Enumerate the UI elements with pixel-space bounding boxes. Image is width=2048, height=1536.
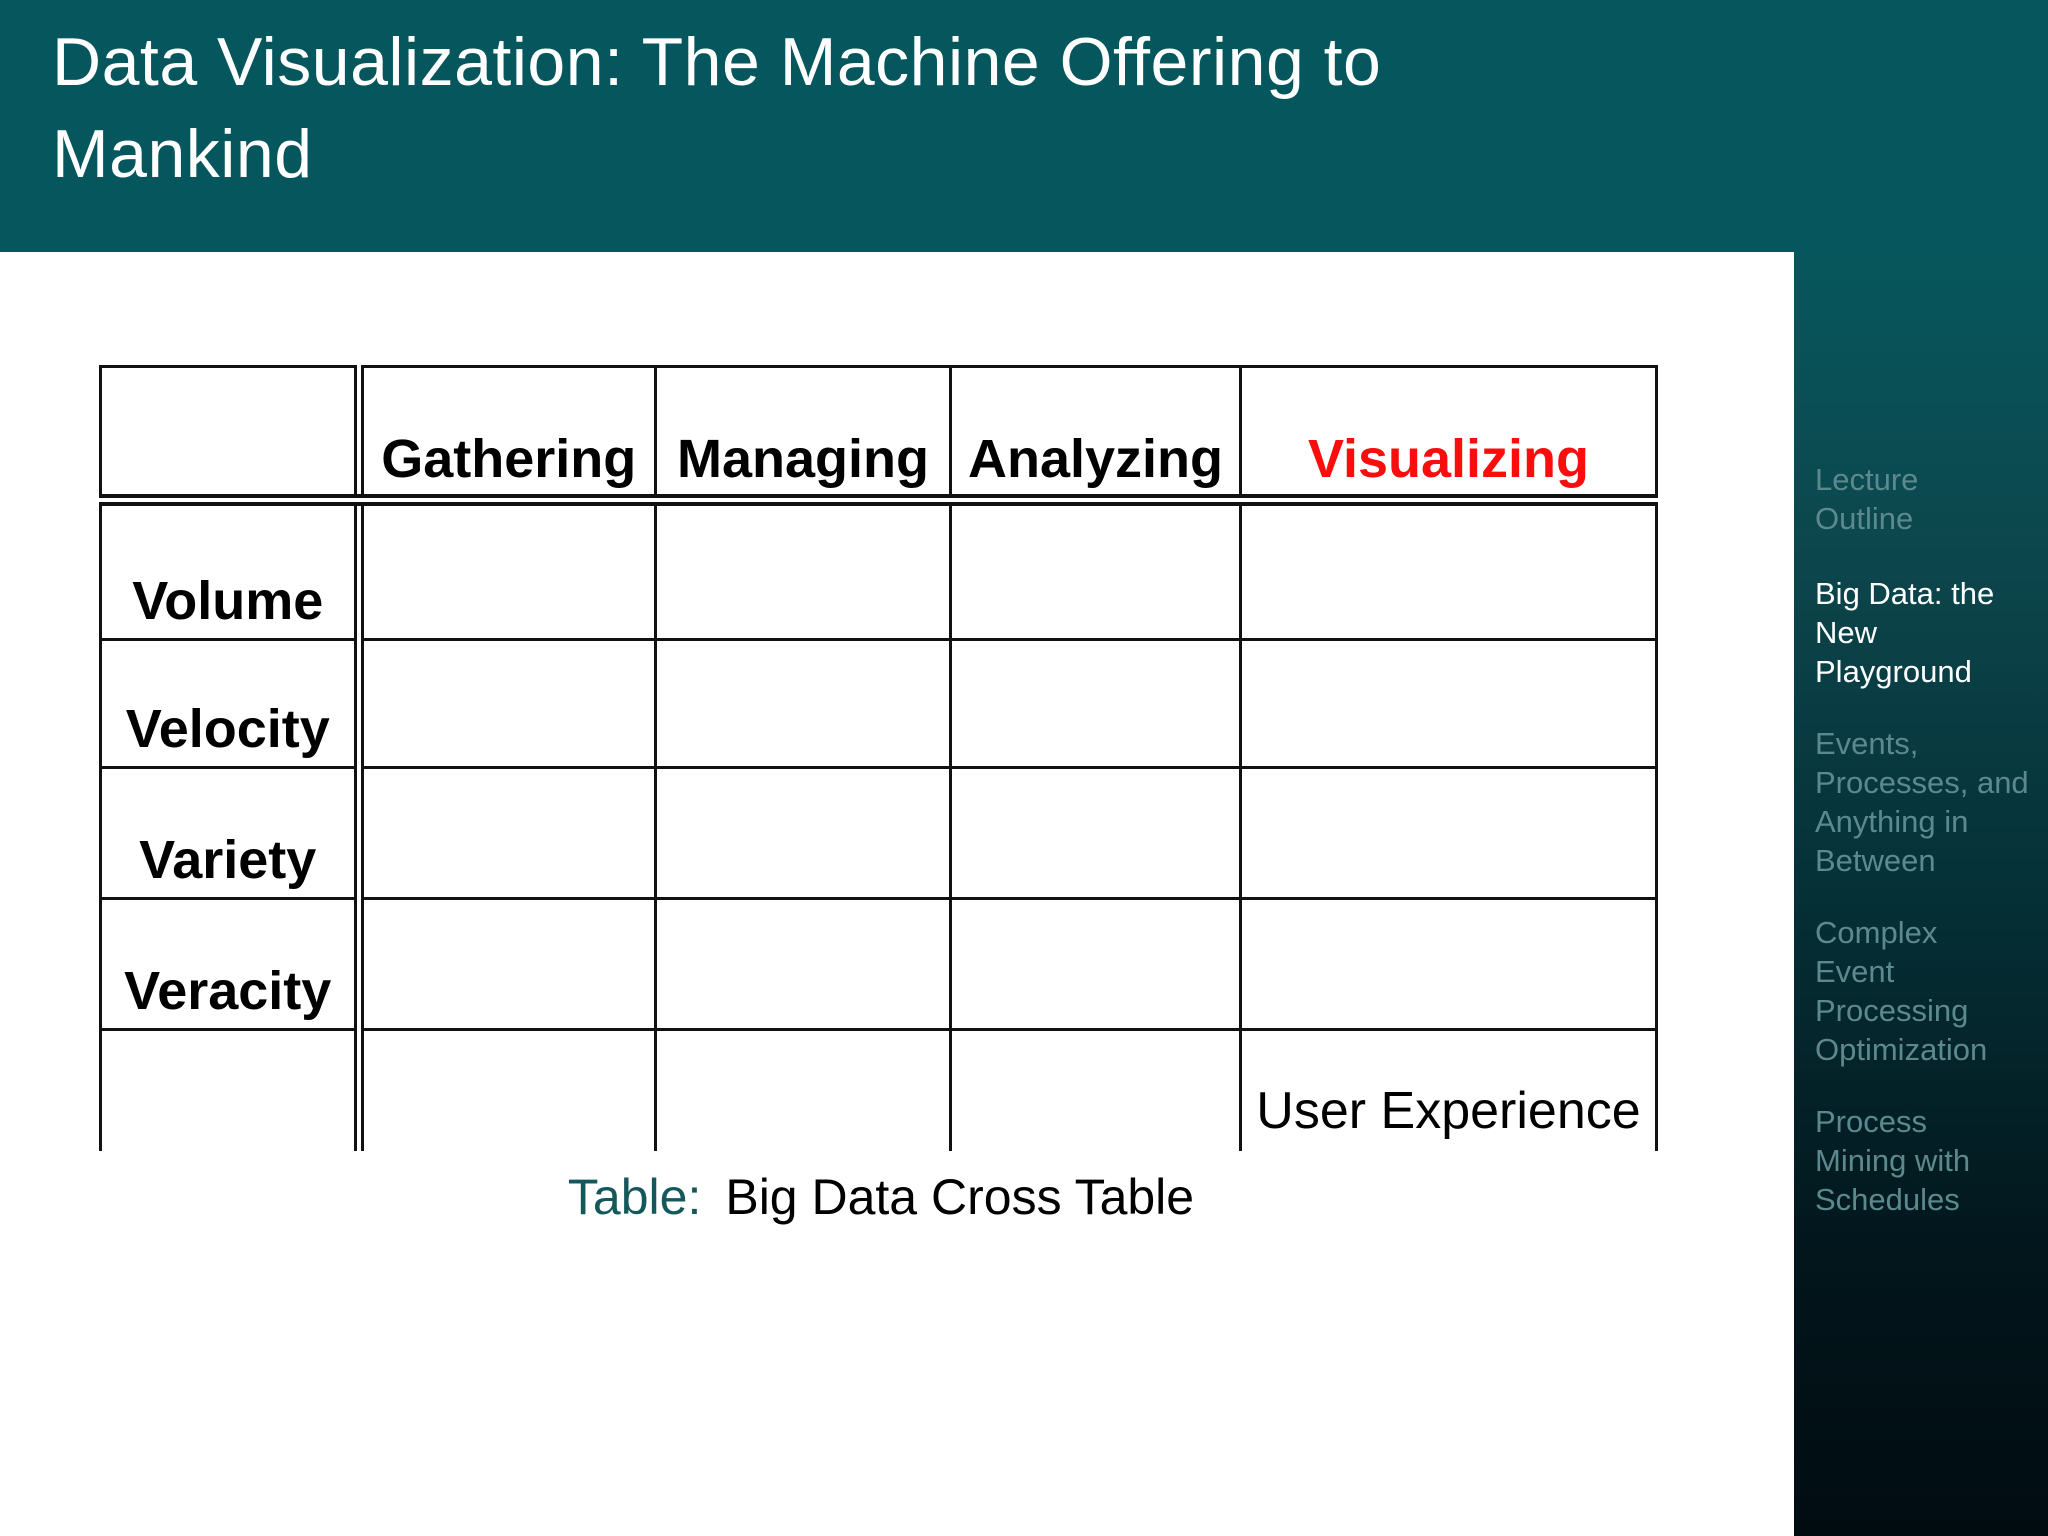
table-header-row: Gathering Managing Analyzing Visualizing bbox=[99, 365, 1658, 506]
table-corner-cell bbox=[99, 365, 364, 506]
sidebar-item-process-mining-schedules[interactable]: Process Mining with Schedules bbox=[1815, 1104, 1971, 1217]
table-row-volume: Volume bbox=[99, 498, 1658, 641]
sidebar-item-lecture-outline[interactable]: Lecture Outline bbox=[1815, 462, 1919, 536]
table-header-visualizing: Visualizing bbox=[1239, 365, 1658, 506]
sidebar-item-complex-event-processing[interactable]: Complex Event Processing Optimization bbox=[1815, 915, 1988, 1067]
row-label-volume: Volume bbox=[99, 498, 364, 641]
sidebar-item-events-processes[interactable]: Events, Processes, and Anything in Betwe… bbox=[1815, 726, 2029, 878]
table-cell-empty bbox=[357, 1028, 657, 1151]
table-cell-empty bbox=[357, 638, 657, 769]
table-row-user-experience: User Experience bbox=[99, 1028, 1658, 1151]
table-caption-label: Table: bbox=[567, 1169, 702, 1225]
table-cell-user-experience: User Experience bbox=[1239, 1028, 1658, 1151]
table-cell-empty bbox=[357, 897, 657, 1031]
table-cell-empty bbox=[1239, 897, 1658, 1031]
row-label-velocity: Velocity bbox=[99, 638, 364, 769]
row-label-veracity: Veracity bbox=[99, 897, 364, 1031]
table-cell-empty bbox=[949, 638, 1242, 769]
table-caption: Table: Big Data Cross Table bbox=[99, 1168, 1663, 1226]
table-cell-empty bbox=[654, 897, 952, 1031]
table-cell-empty bbox=[1239, 638, 1658, 769]
slide-header: Data Visualization: The Machine Offering… bbox=[0, 0, 2048, 252]
table-header-analyzing: Analyzing bbox=[949, 365, 1242, 506]
table-cell-empty bbox=[949, 1028, 1242, 1151]
sidebar-item-big-data-new-playground[interactable]: Big Data: the New Playground bbox=[1815, 576, 1995, 689]
sidebar-nav: Lecture Outline Big Data: the New Playgr… bbox=[1794, 252, 2048, 1536]
table-cell-empty bbox=[949, 897, 1242, 1031]
table-row-veracity: Veracity bbox=[99, 897, 1658, 1031]
table-row-velocity: Velocity bbox=[99, 638, 1658, 769]
table-cell-empty bbox=[654, 498, 952, 641]
table-cell-empty bbox=[1239, 498, 1658, 641]
table-cell-empty bbox=[99, 1028, 364, 1151]
table-cell-empty bbox=[1239, 766, 1658, 900]
slide-title: Data Visualization: The Machine Offering… bbox=[52, 24, 1382, 192]
table-caption-text: Big Data Cross Table bbox=[725, 1169, 1195, 1225]
table-cell-empty bbox=[357, 498, 657, 641]
table-header-managing: Managing bbox=[654, 365, 952, 506]
big-data-cross-table: Gathering Managing Analyzing Visualizing… bbox=[99, 365, 1658, 1151]
table-cell-empty bbox=[654, 1028, 952, 1151]
table-cell-empty bbox=[357, 766, 657, 900]
table-header-gathering: Gathering bbox=[357, 365, 657, 506]
table-row-variety: Variety bbox=[99, 766, 1658, 900]
table-cell-empty bbox=[949, 498, 1242, 641]
table-cell-empty bbox=[654, 638, 952, 769]
table-cell-empty bbox=[949, 766, 1242, 900]
table-cell-empty bbox=[654, 766, 952, 900]
row-label-variety: Variety bbox=[99, 766, 364, 900]
